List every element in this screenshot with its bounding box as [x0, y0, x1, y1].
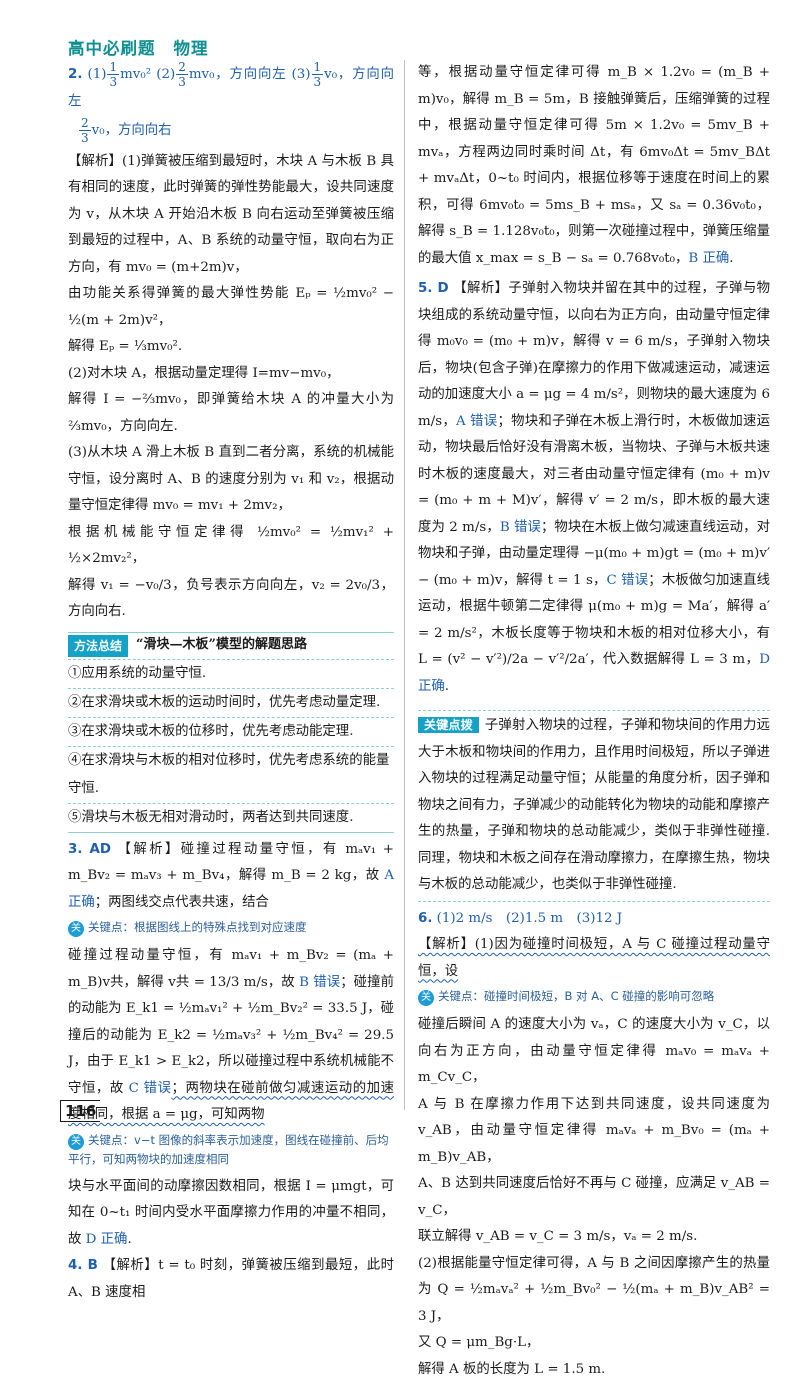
option-c-wrong: C 错误	[129, 1081, 172, 1096]
key-icon: 关	[418, 990, 434, 1006]
column-divider	[404, 60, 405, 1110]
key-breakthrough-tag: 关键点拨	[418, 717, 479, 733]
key-icon: 关	[68, 1134, 84, 1150]
analysis-paragraph: (3)从木块 A 滑上木板 B 直到二者分离，系统的机械能守恒，设分离时 A、B…	[68, 440, 394, 520]
summary-item: ④在求滑块与木板的相对位移时，优先考虑系统的能量守恒.	[68, 746, 394, 803]
analysis-paragraph: (2)对木块 A，根据动量定理得 I=mv−mv₀，	[68, 361, 394, 388]
option-b-wrong: B 错误	[500, 520, 541, 535]
analysis-paragraph: 联立解得 v_AB = v_C = 3 m/s，vₐ = 2 m/s.	[418, 1224, 770, 1251]
q4-start: 4. B 【解析】t = t₀ 时刻，弹簧被压缩到最短，此时 A、B 速度相	[68, 1253, 394, 1306]
book-title: 高中必刷题	[68, 39, 156, 58]
key-breakthrough-box: 关键点拨子弹射入物块的过程，子弹和物块间的作用力远大于木板和物块间的作用力，且作…	[418, 710, 770, 902]
question-number: 4. B	[68, 1258, 98, 1273]
page-header: 高中必刷题物理	[68, 36, 209, 63]
question-number: 2.	[68, 67, 82, 82]
q4-continued: 等，根据动量守恒定律可得 m_B × 1.2v₀ = (m_B + m)v₀，解…	[418, 60, 770, 272]
summary-item: ②在求滑块或木板的运动时间时，优先考虑动量定理.	[68, 688, 394, 717]
right-column: 等，根据动量守恒定律可得 m_B × 1.2v₀ = (m_B + m)v₀，解…	[418, 60, 770, 1383]
option-a-wrong: A 错误	[456, 414, 497, 429]
summary-item: ⑤滑块与木板无相对滑动时，两者达到共同速度.	[68, 803, 394, 832]
analysis-paragraph: A 与 B 在摩擦力作用下达到共同速度，设共同速度为 v_AB，由动量守恒定律得…	[418, 1092, 770, 1172]
analysis-paragraph: 根据机械能守恒定律得 ½mv₀² = ½mv₁² + ½×2mv₂²，	[68, 520, 394, 573]
key-point-note: 关关键点：碰撞时间极短，B 对 A、C 碰撞的影响可忽略	[418, 987, 770, 1006]
key-point-note: 关关键点：v−t 图像的斜率表示加速度，图线在碰撞前、后均平行，可知两物块的加速…	[68, 1131, 394, 1168]
key-point-note: 关关键点：根据图线上的特殊点找到对应速度	[68, 918, 394, 937]
method-summary-tag: 方法总结	[68, 635, 128, 657]
method-summary-box: 方法总结 “滑块—木板”模型的解题思路 ①应用系统的动量守恒. ②在求滑块或木板…	[68, 632, 394, 833]
option-c-wrong: C 错误	[607, 573, 649, 588]
analysis-paragraph: 解得 I = −⅔mv₀，即弹簧给木块 A 的冲量大小为 ⅔mv₀，方向向左.	[68, 387, 394, 440]
analysis-paragraph: 解得 v₁ = −v₀/3，负号表示方向向左，v₂ = 2v₀/3，方向向右.	[68, 573, 394, 626]
option-b-correct: B 正确	[688, 251, 729, 266]
question-number: 3. AD	[68, 842, 111, 857]
analysis-paragraph: 碰撞后瞬间 A 的速度大小为 vₐ，C 的速度大小为 v_C，以向右为正方向，由…	[418, 1012, 770, 1092]
key-icon: 关	[68, 921, 84, 937]
q5-block: 5. D 【解析】子弹射入物块并留在其中的过程，子弹与物块组成的系统动量守恒，以…	[418, 276, 770, 700]
analysis-paragraph: 又 Q = μm_Bg·L，	[418, 1330, 770, 1357]
method-summary-title: “滑块—木板”模型的解题思路	[136, 632, 307, 659]
analysis-paragraph: 解得 A 板的长度为 L = 1.5 m.	[418, 1357, 770, 1383]
summary-item: ①应用系统的动量守恒.	[68, 659, 394, 688]
question-number: 5. D	[418, 281, 449, 296]
analysis-paragraph: (2)根据能量守恒定律可得，A 与 B 之间因摩擦产生的热量为 Q = ½mₐv…	[418, 1251, 770, 1331]
method-summary-header: 方法总结 “滑块—木板”模型的解题思路	[68, 633, 394, 659]
analysis-paragraph: 解得 Eₚ = ⅓mv₀².	[68, 334, 394, 361]
analysis-paragraph: 由功能关系得弹簧的最大弹性势能 Eₚ = ½mv₀² − ½(m + 2m)v²…	[68, 281, 394, 334]
q6-answer: (1)2 m/s (2)1.5 m (3)12 J	[437, 911, 622, 926]
q2-analysis: 【解析】(1)弹簧被压缩到最短时，木块 A 与木板 B 具有相同的速度，此时弹簧…	[68, 149, 394, 626]
page-number: 116	[60, 1100, 100, 1122]
key-breakthrough-text: 子弹射入物块的过程，子弹和物块间的作用力远大于木板和物块间的作用力，且作用时间极…	[418, 718, 770, 892]
question-number: 6.	[418, 911, 432, 926]
option-b-wrong: B 错误	[299, 975, 340, 990]
summary-item: ③在求滑块或木板的位移时，优先考虑动能定理.	[68, 717, 394, 746]
analysis-paragraph: 【解析】(1)弹簧被压缩到最短时，木块 A 与木板 B 具有相同的速度，此时弹簧…	[68, 149, 394, 282]
option-d-correct: D 正确	[86, 1232, 128, 1247]
subject-title: 物理	[174, 39, 209, 58]
q3-block: 3. AD 【解析】碰撞过程动量守恒，有 mₐv₁ + m_Bv₂ = mₐv₃…	[68, 837, 394, 1254]
analysis-paragraph: A、B 达到共同速度后恰好不再与 C 碰撞，应满足 v_AB = v_C，	[418, 1171, 770, 1224]
q6-block: 6. (1)2 m/s (2)1.5 m (3)12 J 【解析】(1)因为碰撞…	[418, 906, 770, 1383]
